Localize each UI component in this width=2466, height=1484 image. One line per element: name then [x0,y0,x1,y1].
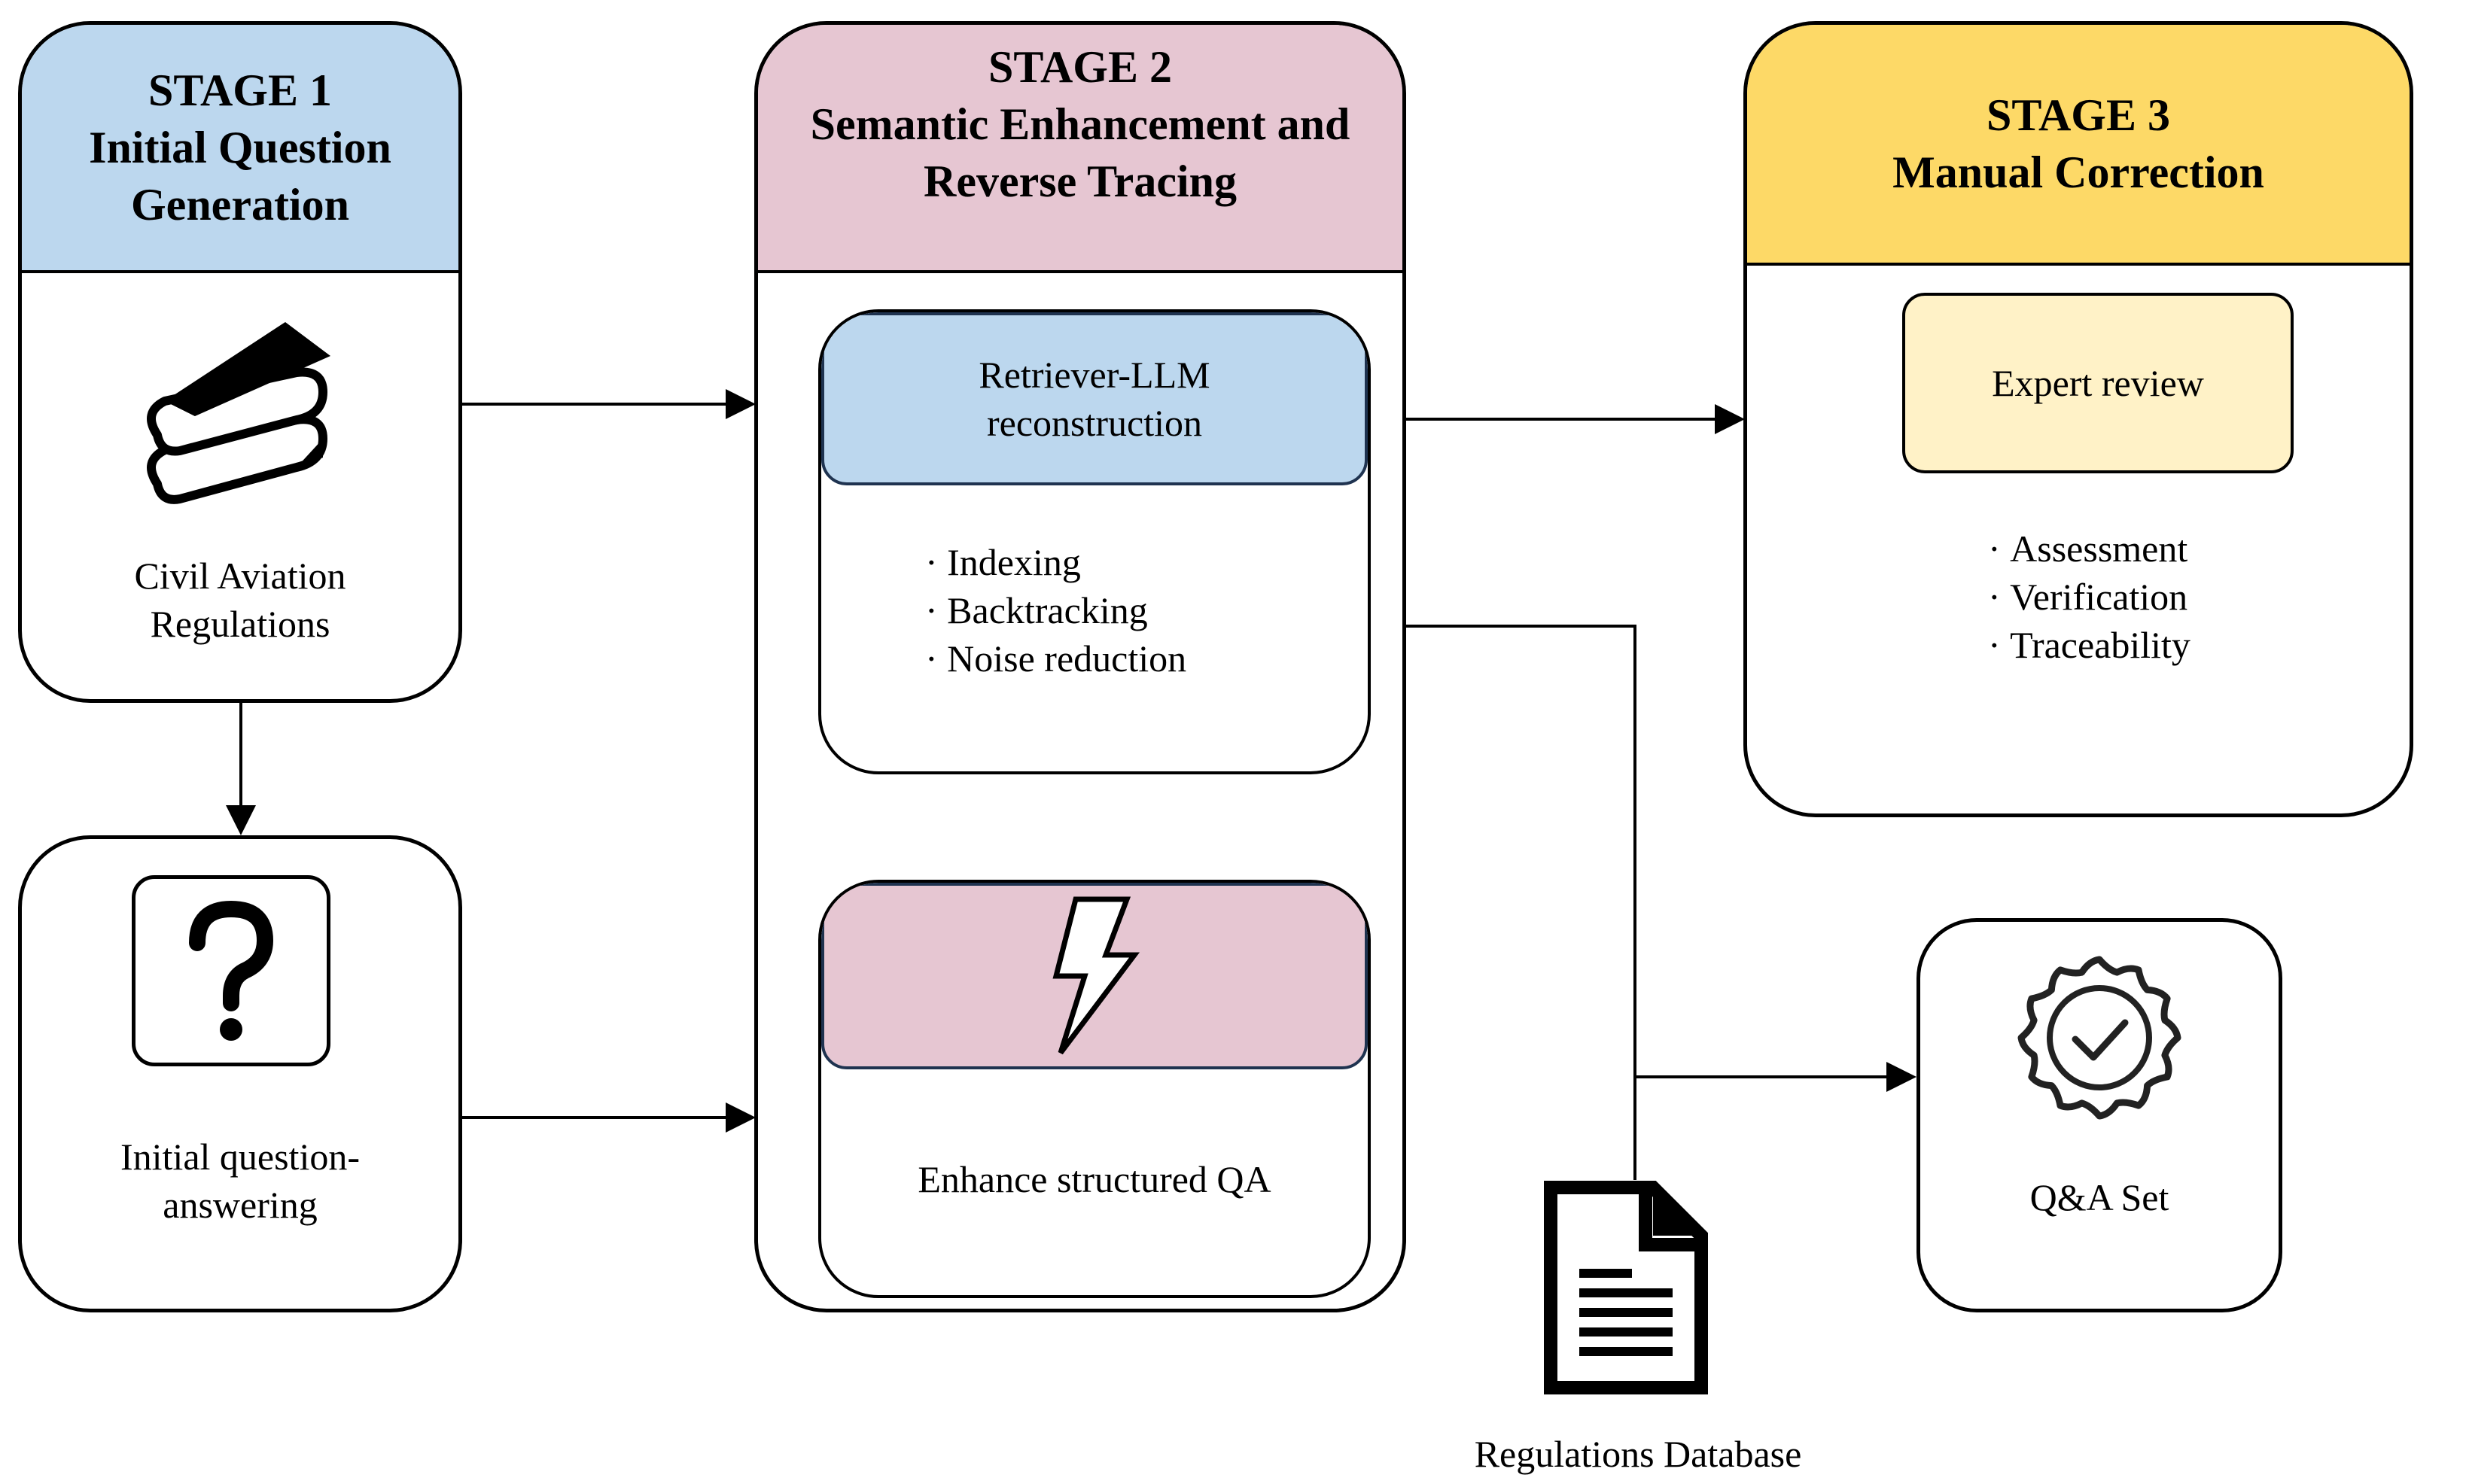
verified-badge-icon [2017,956,2181,1120]
bullet-verification: Verification [1988,573,2190,621]
qa-set-box: Q&A Set [1916,918,2282,1312]
qa-set-label: Q&A Set [2029,1176,2169,1218]
stage2-box: STAGE 2 Semantic Enhancement and Reverse… [754,21,1406,1312]
books-icon [147,322,330,504]
stage3-box: STAGE 3 Manual Correction Expert review … [1743,21,2413,817]
bullet-backtracking: Backtracking [925,586,1186,634]
initial-qa-label-line2: answering [163,1184,318,1226]
retriever-bullets: Indexing Backtracking Noise reduction [925,538,1186,683]
expert-review-label: Expert review [1992,362,2204,404]
stage2-header-line1: STAGE 2 [988,42,1172,92]
expert-review-box: Expert review [1902,293,2294,473]
document-icon [1544,1181,1708,1394]
retriever-header: Retriever-LLM reconstruction [821,312,1368,485]
stage1-label-line2: Regulations [150,603,330,645]
stage3-header-line1: STAGE 3 [1986,90,2170,140]
stage1-header: STAGE 1 Initial Question Generation [22,25,458,273]
stage2-header-line2: Semantic Enhancement and [810,99,1350,149]
enhance-header [821,883,1368,1069]
stage1-label-line1: Civil Aviation [134,555,346,597]
initial-qa-label: Initial question- answering [22,1133,458,1229]
stage1-box: STAGE 1 Initial Question Generation Civi… [18,21,462,703]
bullet-traceability: Traceability [1988,621,2190,669]
stage2-header: STAGE 2 Semantic Enhancement and Reverse… [758,25,1402,273]
line-stage2-to-database [1405,625,1636,1180]
retriever-title-line1: Retriever-LLM [979,354,1210,396]
enhance-box: Enhance structured QA [818,880,1371,1298]
retriever-title-line2: reconstruction [986,402,1202,444]
database-label: Regulations Database [1474,1433,1802,1475]
question-mark-icon [132,875,330,1066]
stage3-header: STAGE 3 Manual Correction [1747,25,2410,266]
initial-qa-box: Initial question- answering [18,835,462,1312]
bullet-assessment: Assessment [1988,525,2190,573]
initial-qa-label-line1: Initial question- [120,1136,360,1178]
stage2-header-line3: Reverse Tracing [924,157,1237,206]
stage1-label: Civil Aviation Regulations [22,552,458,648]
bullet-indexing: Indexing [925,538,1186,586]
stage1-header-line1: STAGE 1 [148,65,332,115]
bullet-noise-reduction: Noise reduction [925,634,1186,683]
stage1-header-line2: Initial Question [89,123,391,172]
retriever-box: Retriever-LLM reconstruction Indexing Ba… [818,309,1371,774]
stage3-header-line2: Manual Correction [1892,147,2264,197]
stage3-bullets: Assessment Verification Traceability [1988,525,2190,669]
enhance-label: Enhance structured QA [918,1158,1271,1200]
stage1-header-line3: Generation [131,180,349,230]
lightning-icon [1052,896,1140,1055]
